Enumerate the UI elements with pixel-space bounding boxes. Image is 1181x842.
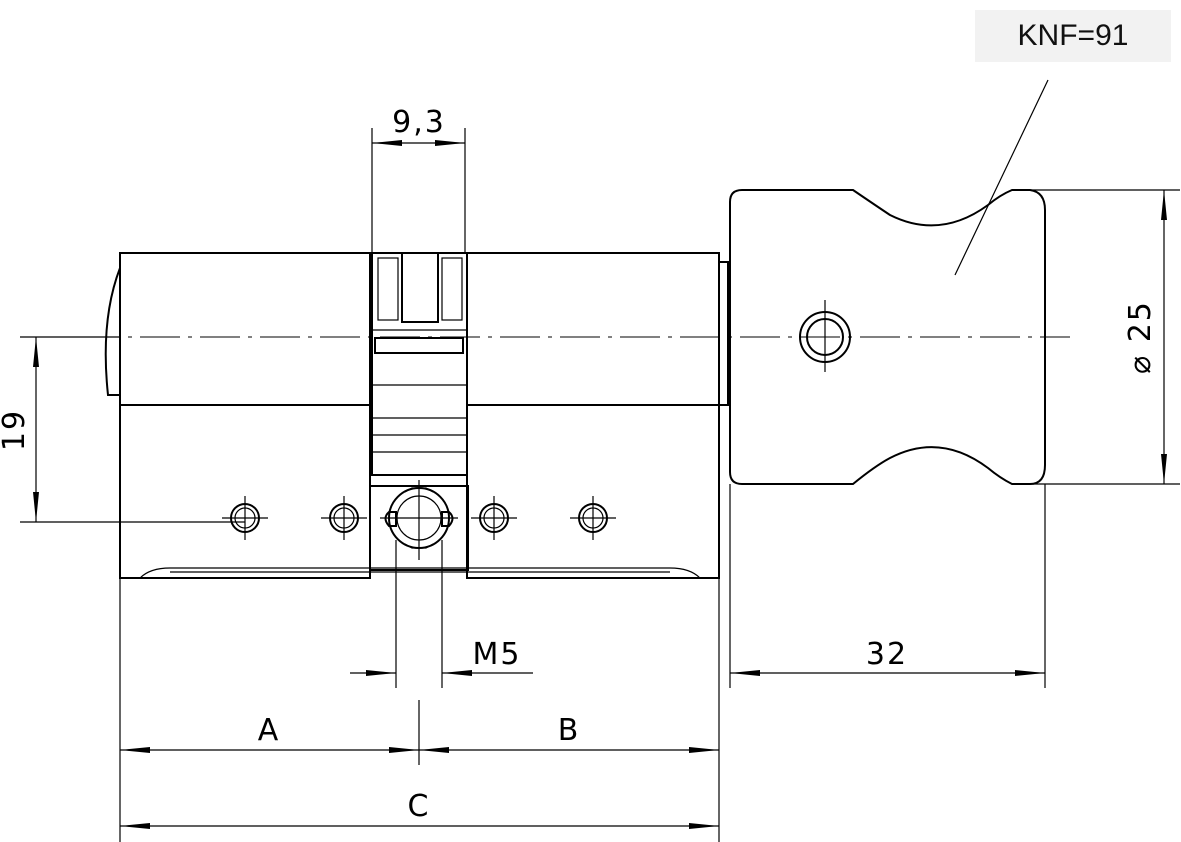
dim-c: C (120, 789, 719, 829)
dim-slot-width-label: 9,3 (392, 105, 446, 140)
knf-leader-line (954, 79, 1049, 276)
knf-label-text: KNF=91 (1017, 19, 1129, 52)
dim-height-offset: 19 (0, 336, 245, 523)
dim-slot-width: 9,3 (371, 105, 466, 253)
dim-b-label: B (558, 713, 581, 748)
dim-knob-diameter: ⌀ 25 (1020, 189, 1180, 485)
dim-height-offset-label: 19 (0, 409, 32, 451)
dim-knob-length: 32 (729, 484, 1046, 688)
dim-knob-length-label: 32 (866, 637, 908, 672)
pin-hole-1 (222, 496, 268, 540)
dim-a-b: A B (119, 578, 720, 842)
dim-thread-label: M5 (473, 637, 522, 672)
pin-hole-4 (570, 496, 616, 540)
dim-a-label: A (258, 713, 281, 748)
cylinder-body (104, 252, 729, 579)
m5-screw (380, 480, 458, 560)
dim-knob-diameter-label: ⌀ 25 (1123, 300, 1158, 374)
pin-holes (222, 496, 616, 540)
dim-c-label: C (408, 789, 431, 824)
pin-hole-2 (321, 496, 367, 540)
dim-thread: M5 (350, 540, 533, 688)
knf-label: KNF=91 (975, 10, 1171, 62)
pin-hole-3 (471, 496, 517, 540)
cam-slot (369, 252, 469, 571)
